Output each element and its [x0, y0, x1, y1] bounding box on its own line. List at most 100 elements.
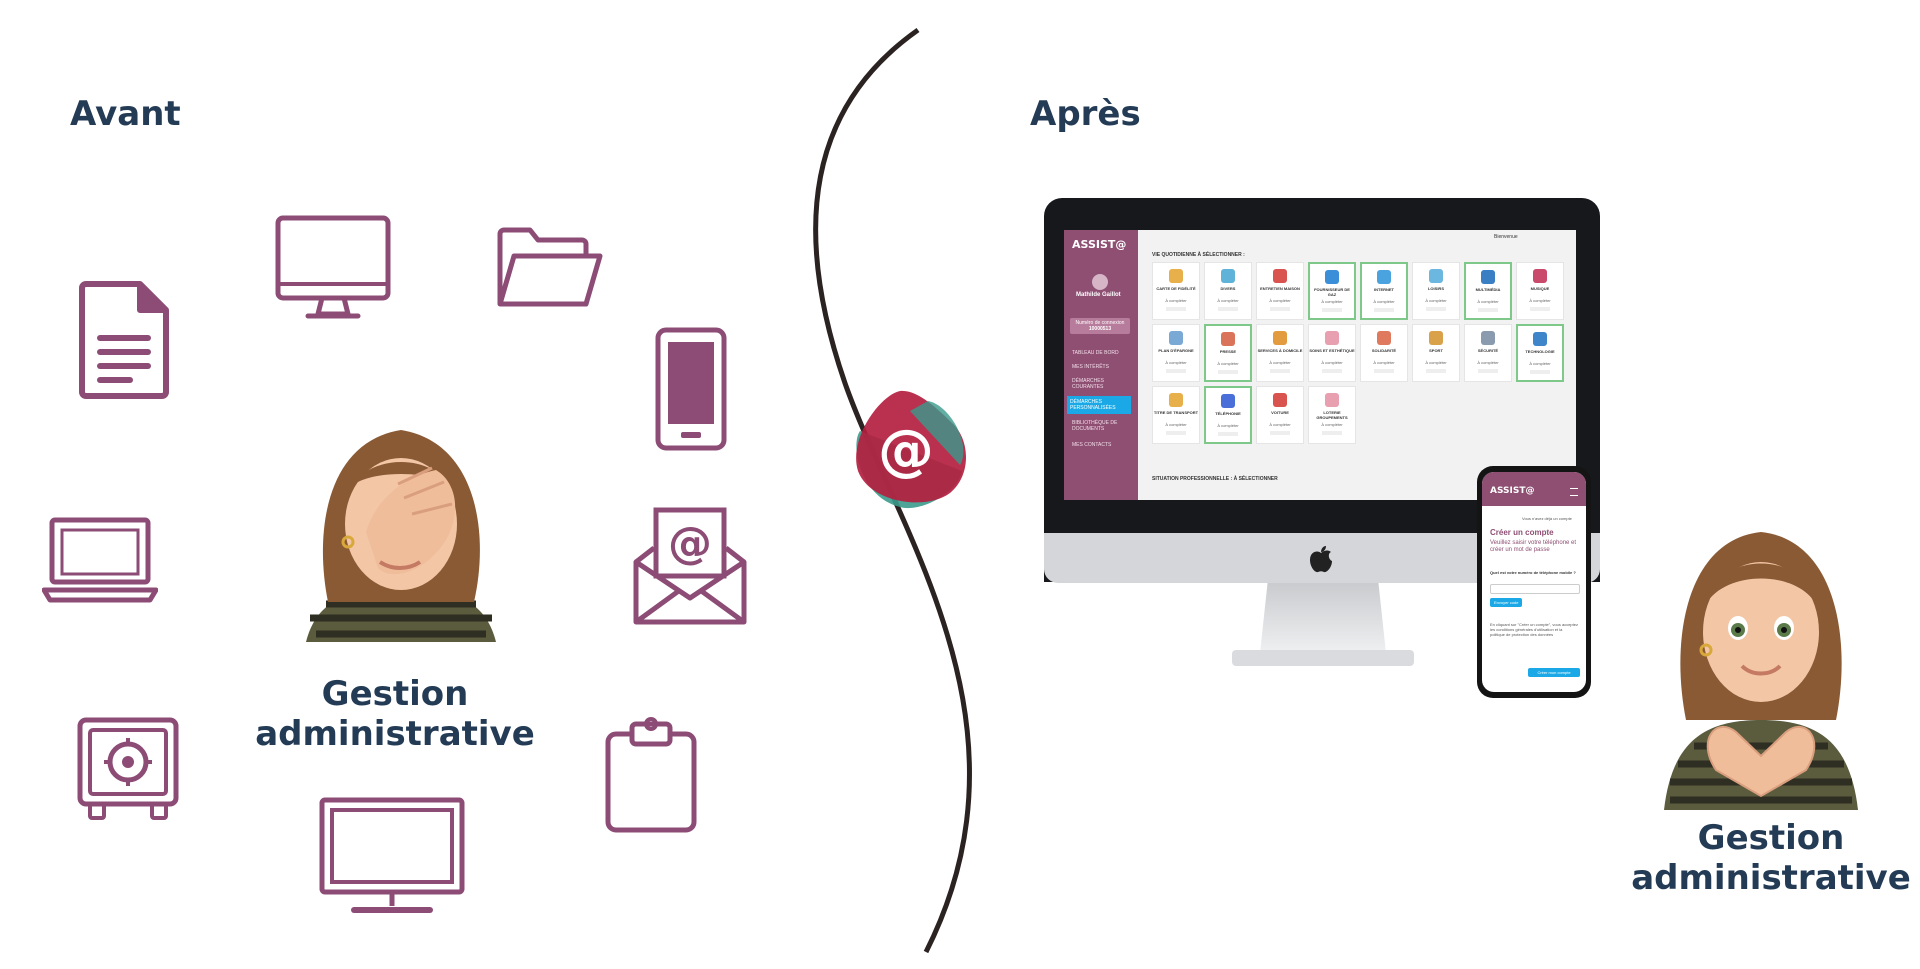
avatar-facepalm [296, 412, 506, 642]
app-sidebar: ASSIST@ Mathilde Gaillot Numéro de conne… [1064, 230, 1138, 500]
category-tile[interactable]: SOINS ET ESTHÉTIQUE À compléter [1308, 324, 1356, 382]
category-label: PLAN D'ÉPARGNE [1158, 348, 1194, 353]
smartphone-icon [654, 326, 728, 452]
sidebar-item-dashboard[interactable]: TABLEAU DE BORD [1072, 350, 1119, 356]
category-label: SOINS ET ESTHÉTIQUE [1309, 348, 1355, 353]
category-icon [1169, 331, 1183, 345]
user-avatar[interactable] [1092, 274, 1108, 290]
category-status: À compléter [1165, 298, 1187, 303]
category-status: À compléter [1321, 360, 1343, 365]
category-tile[interactable]: CARTE DE FIDÉLITÉ À compléter [1152, 262, 1200, 320]
category-progress-bar [1166, 431, 1186, 435]
laptop-icon [42, 516, 158, 604]
assista-logo-badge: @ [840, 385, 974, 519]
category-status: À compléter [1321, 299, 1343, 304]
category-label: TÉLÉPHONIE [1215, 411, 1241, 416]
category-icon [1273, 269, 1287, 283]
category-status: À compléter [1373, 299, 1395, 304]
after-caption: Gestion administrative [1626, 818, 1916, 898]
category-status: À compléter [1529, 361, 1551, 366]
category-icon [1377, 331, 1391, 345]
category-icon [1429, 331, 1443, 345]
category-label: INTERNET [1374, 287, 1394, 292]
mobile-terms: En cliquant sur "Créer un compte", vous … [1490, 622, 1578, 637]
category-icon [1221, 332, 1235, 346]
category-tile[interactable]: MUSIQUE À compléter [1516, 262, 1564, 320]
category-label: MUSIQUE [1530, 286, 1550, 291]
category-status: À compléter [1269, 360, 1291, 365]
safe-icon [76, 716, 180, 822]
avatar-happy [1656, 520, 1866, 810]
category-progress-bar [1426, 369, 1446, 373]
category-progress-bar [1322, 308, 1342, 312]
category-icon [1169, 393, 1183, 407]
category-icon [1533, 269, 1547, 283]
category-tile[interactable]: FOURNISSEUR DE GAZ À compléter [1308, 262, 1356, 320]
divider-curve [790, 26, 1030, 961]
sidebar-item-documents[interactable]: BIBLIOTHÈQUE DE DOCUMENTS [1072, 420, 1118, 432]
category-icon [1481, 331, 1495, 345]
category-status: À compléter [1477, 299, 1499, 304]
before-caption-line2: administrative [255, 714, 535, 754]
category-label: LOTERIE GROUPEMENTS VOYAGES EN ALLOCATIO… [1316, 410, 1348, 420]
hamburger-menu-icon[interactable] [1570, 488, 1578, 496]
category-icon [1429, 269, 1443, 283]
sidebar-item-contacts[interactable]: MES CONTACTS [1072, 442, 1112, 448]
before-caption-line1: Gestion [321, 674, 469, 714]
mobile-title: Créer un compte [1490, 528, 1554, 537]
mobile-header: ASSIST@ [1482, 472, 1586, 506]
mobile-login-link[interactable]: Vous n'avez déjà un compte [1522, 516, 1572, 521]
category-status: À compléter [1529, 298, 1551, 303]
category-status: À compléter [1477, 360, 1499, 365]
category-progress-bar [1166, 307, 1186, 311]
section2-title: SITUATION PROFESSIONNELLE : À SÉLECTIONN… [1152, 476, 1278, 482]
category-label: CARTE DE FIDÉLITÉ [1156, 286, 1196, 291]
category-icon [1533, 332, 1547, 346]
category-status: À compléter [1217, 423, 1239, 428]
monitor-icon [318, 796, 466, 916]
create-account-button[interactable]: Créer mon compte [1528, 668, 1580, 677]
category-icon [1325, 270, 1339, 284]
send-code-button[interactable]: Envoyer code [1490, 598, 1523, 607]
mobile-description: Veuillez saisir votre téléphone et créer… [1490, 540, 1577, 553]
phone-number-input[interactable] [1490, 584, 1580, 594]
at-symbol: @ [878, 418, 934, 483]
desktop-app-screen: ASSIST@ Mathilde Gaillot Numéro de conne… [1064, 230, 1576, 500]
category-progress-bar [1218, 432, 1238, 436]
section-title: VIE QUOTIDIENNE À SÉLECTIONNER : [1152, 252, 1245, 258]
clipboard-icon [604, 716, 698, 834]
category-label: FOURNISSEUR DE GAZ [1314, 287, 1350, 297]
category-status: À compléter [1373, 360, 1395, 365]
sidebar-item-current-procedures[interactable]: DÉMARCHES COURANTES [1072, 378, 1104, 390]
category-label: SPORT [1429, 348, 1443, 353]
welcome-link[interactable]: Bienvenue [1494, 234, 1518, 240]
category-tile[interactable]: INTERNET À compléter [1360, 262, 1408, 320]
category-label: VOITURE [1271, 410, 1289, 415]
sidebar-item-interests[interactable]: MES INTÉRÊTS [1072, 364, 1109, 370]
category-tile[interactable]: LOTERIE GROUPEMENTS VOYAGES EN ALLOCATIO… [1308, 386, 1356, 444]
category-tile[interactable]: TÉLÉPHONIE À compléter [1204, 386, 1252, 444]
sidebar-item-personal-procedures[interactable]: DÉMARCHES PERSONNALISÉES [1067, 396, 1131, 414]
category-tile[interactable]: MULTIMÉDIA À compléter [1464, 262, 1512, 320]
category-progress-bar [1478, 308, 1498, 312]
category-label: DIVERS [1220, 286, 1236, 291]
category-status: À compléter [1269, 298, 1291, 303]
category-status: À compléter [1321, 422, 1343, 427]
category-progress-bar [1478, 369, 1498, 373]
category-label: TITRE DE TRANSPORT [1153, 410, 1199, 415]
category-icon [1325, 331, 1339, 345]
monitor-stand [1260, 583, 1386, 653]
category-label: MULTIMÉDIA [1475, 287, 1501, 292]
